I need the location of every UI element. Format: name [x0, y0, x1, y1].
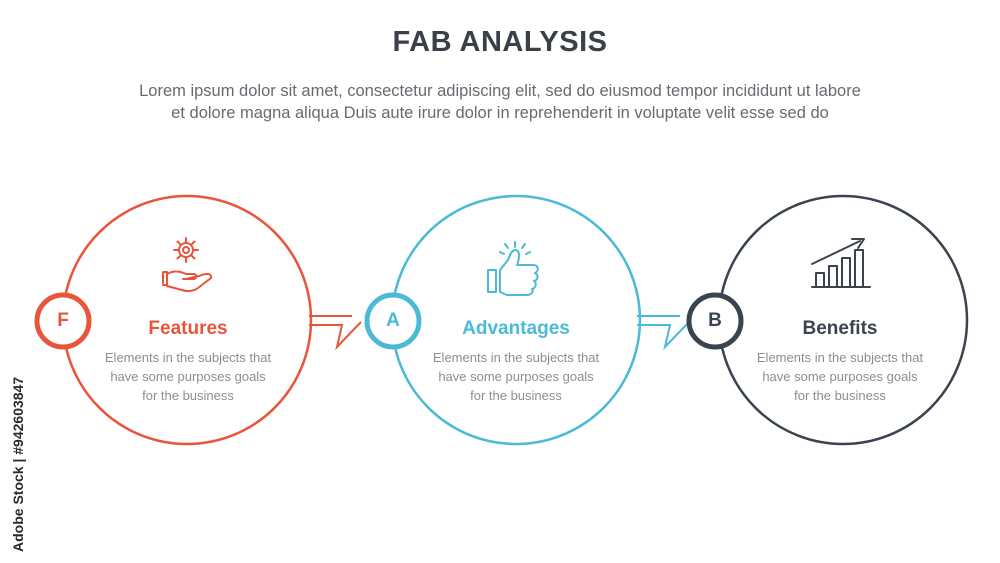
benefits-letter: B: [708, 310, 722, 331]
subtitle-line: et dolore magna aliqua Duis aute irure d…: [171, 104, 829, 122]
benefits-letter-badge: [686, 292, 744, 350]
thumbs-up-icon: [487, 241, 539, 296]
features-connector-arrow: [309, 315, 362, 351]
benefits-description: Elements in the subjects that have some …: [730, 348, 950, 405]
advantages-description: Elements in the subjects that have some …: [406, 348, 626, 405]
advantages-letter: A: [386, 310, 400, 331]
description-line: for the business: [470, 388, 562, 403]
features-description: Elements in the subjects that have some …: [78, 348, 298, 405]
description-line: have some purposes goals: [438, 369, 594, 384]
growth-chart-icon: [811, 238, 871, 288]
page-title: FAB ANALYSIS: [392, 26, 608, 58]
features-letter-badge: [34, 292, 92, 350]
stock-credit: Adobe Stock | #942603847: [10, 376, 26, 552]
description-line: for the business: [142, 388, 234, 403]
description-line: Elements in the subjects that: [756, 350, 924, 365]
description-line: Elements in the subjects that: [104, 350, 272, 365]
description-line: have some purposes goals: [762, 369, 918, 384]
page-subtitle: Lorem ipsum dolor sit amet, consectetur …: [0, 80, 1000, 124]
gear-hand-icon: [162, 237, 213, 293]
advantages-letter-badge: [364, 292, 422, 350]
features-heading: Features: [148, 318, 228, 339]
description-line: Elements in the subjects that: [432, 350, 600, 365]
features-letter: F: [57, 310, 69, 331]
description-line: have some purposes goals: [110, 369, 266, 384]
description-line: for the business: [794, 388, 886, 403]
advantages-heading: Advantages: [462, 318, 570, 339]
subtitle-line: Lorem ipsum dolor sit amet, consectetur …: [139, 82, 861, 100]
advantages-connector-arrow: [637, 315, 690, 351]
benefits-heading: Benefits: [802, 318, 878, 339]
